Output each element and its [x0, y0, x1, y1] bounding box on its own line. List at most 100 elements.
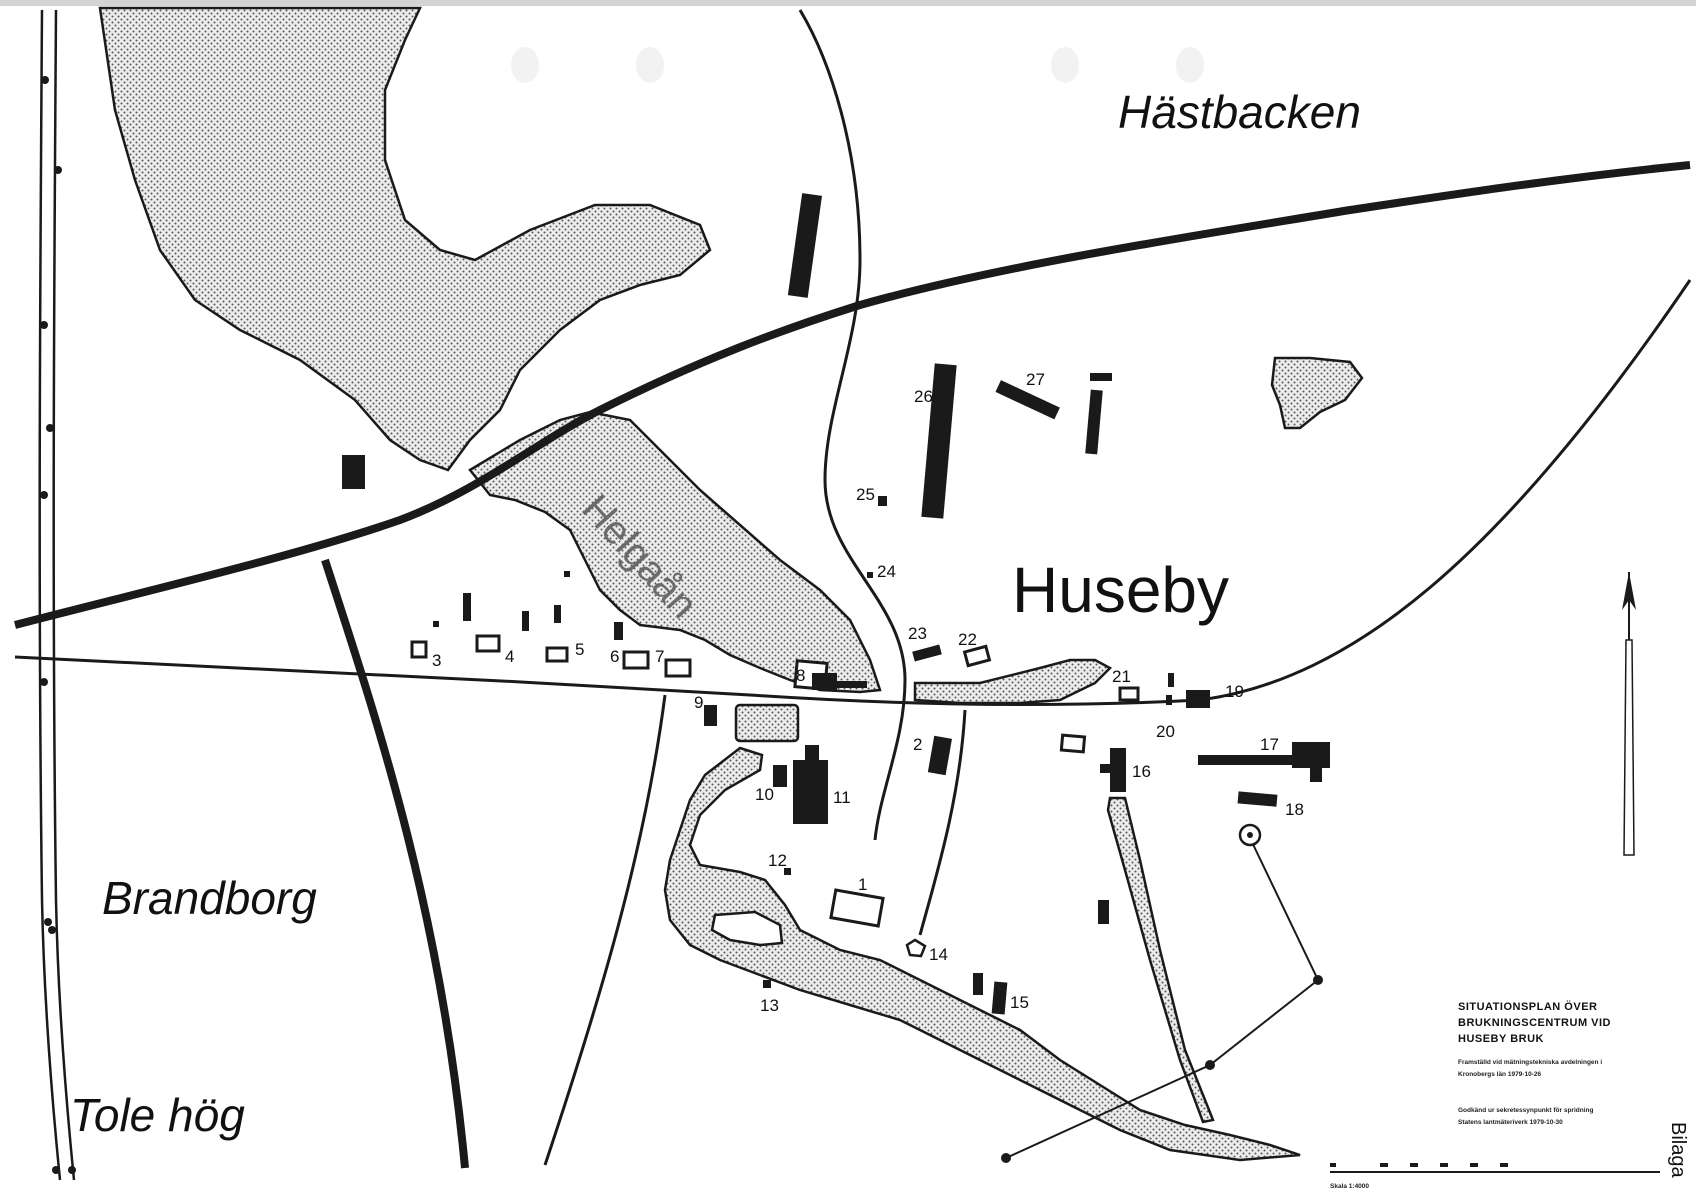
building-small-d — [564, 571, 570, 577]
building-6 — [622, 650, 650, 670]
building-11 — [793, 760, 828, 824]
label-brandborg: Brandborg — [102, 872, 317, 924]
num-5: 5 — [575, 640, 584, 659]
num-7: 7 — [655, 647, 664, 666]
num-18: 18 — [1285, 800, 1304, 819]
building-small-b — [522, 611, 529, 631]
building-23 — [912, 644, 942, 662]
building-18 — [1237, 791, 1278, 807]
num-12: 12 — [768, 851, 787, 870]
building-27-a — [995, 380, 1060, 420]
building-25 — [878, 496, 887, 506]
creek-east — [913, 658, 1113, 705]
num-8: 8 — [796, 666, 805, 685]
num-21: 21 — [1112, 667, 1131, 686]
building-17-a — [1198, 755, 1313, 765]
main-road — [13, 161, 1691, 629]
num-3: 3 — [432, 651, 441, 670]
legend-line-7: Statens lantmäteriverk 1979-10-30 — [1458, 1119, 1563, 1126]
building-20-a — [1168, 673, 1174, 687]
num-23: 23 — [908, 624, 927, 643]
legend-line-4: Framställd vid mätningstekniska avdelnin… — [1458, 1059, 1602, 1066]
num-17: 17 — [1260, 735, 1279, 754]
south-road — [543, 694, 667, 1166]
building-13 — [763, 980, 771, 988]
label-tole-hog: Tole hög — [70, 1089, 245, 1141]
pond-near-10 — [734, 703, 800, 743]
power-line — [1005, 837, 1320, 1159]
north-lake — [98, 6, 712, 472]
top-edge — [0, 0, 1696, 6]
building-channel — [1098, 900, 1109, 924]
building-17-c — [1310, 764, 1322, 782]
num-9: 9 — [694, 693, 703, 712]
num-1: 1 — [858, 875, 867, 894]
punch-holes — [511, 47, 1204, 83]
building-15-a — [973, 973, 983, 995]
legend-block: SITUATIONSPLAN ÖVER BRUKNINGSCENTRUM VID… — [1330, 1000, 1689, 1190]
legend-line-5: Kronobergs län 1979-10-26 — [1458, 1071, 1541, 1078]
num-16: 16 — [1132, 762, 1151, 781]
num-13: 13 — [760, 996, 779, 1015]
building-9 — [704, 705, 717, 726]
building-16-a — [1110, 748, 1126, 792]
railway-dots — [40, 76, 76, 1174]
label-hastbacken: Hästbacken — [1118, 86, 1361, 138]
building-small-c — [554, 605, 561, 623]
scale-label: Skala 1:4000 — [1330, 1183, 1369, 1190]
num-20: 20 — [1156, 722, 1175, 741]
legend-line-6: Godkänd ur sekretessynpunkt för spridnin… — [1458, 1107, 1593, 1114]
east-pond — [1270, 356, 1364, 430]
building-4 — [475, 634, 501, 653]
building-19 — [1186, 690, 1210, 708]
num-10: 10 — [755, 785, 774, 804]
village-road — [14, 279, 1692, 707]
building-21 — [1118, 686, 1140, 702]
building-north — [787, 193, 823, 298]
south-lake — [663, 746, 1301, 1162]
building-5 — [545, 646, 569, 663]
num-24: 24 — [877, 562, 896, 581]
channel-16 — [1106, 796, 1215, 1124]
building-1 — [829, 888, 885, 928]
building-15-b — [991, 981, 1008, 1015]
building-2 — [927, 735, 952, 776]
building-small-e — [614, 622, 623, 640]
building-22 — [962, 644, 992, 668]
building-7 — [664, 658, 692, 678]
building-3 — [410, 640, 428, 659]
num-26: 26 — [914, 387, 933, 406]
legend-line-3: HUSEBY BRUK — [1458, 1033, 1544, 1045]
appendix-label: Bilaga — [1667, 1122, 1689, 1178]
railway — [38, 9, 76, 1181]
num-14: 14 — [929, 945, 948, 964]
num-15: 15 — [1010, 993, 1029, 1012]
num-19: 19 — [1225, 682, 1244, 701]
scale-bar — [1330, 1163, 1660, 1173]
num-11: 11 — [833, 788, 851, 807]
building-8-b — [835, 681, 867, 688]
building-numbers: 1 2 3 4 5 6 7 8 9 10 11 12 13 14 15 16 1… — [432, 370, 1304, 1015]
num-22: 22 — [958, 630, 977, 649]
building-16-b — [1100, 764, 1114, 773]
building-20-b — [1166, 695, 1172, 705]
building-27-c — [1090, 373, 1112, 381]
building-24 — [867, 572, 873, 578]
num-4: 4 — [505, 647, 514, 666]
building-small-f — [433, 621, 439, 627]
north-arrow-icon — [1622, 572, 1636, 856]
label-huseby: Huseby — [1012, 554, 1229, 626]
north-road — [798, 9, 907, 841]
building-10 — [773, 765, 787, 787]
brandborg-road — [321, 558, 469, 1169]
building-27-b — [1085, 389, 1103, 455]
building-11-b — [805, 745, 819, 765]
east-side-road — [918, 709, 967, 936]
building-17-b — [1292, 742, 1330, 768]
building-8 — [812, 673, 837, 690]
south-lake-island — [710, 910, 784, 947]
building-12 — [784, 868, 791, 875]
building-small-a — [463, 593, 471, 621]
num-6: 6 — [610, 647, 619, 666]
